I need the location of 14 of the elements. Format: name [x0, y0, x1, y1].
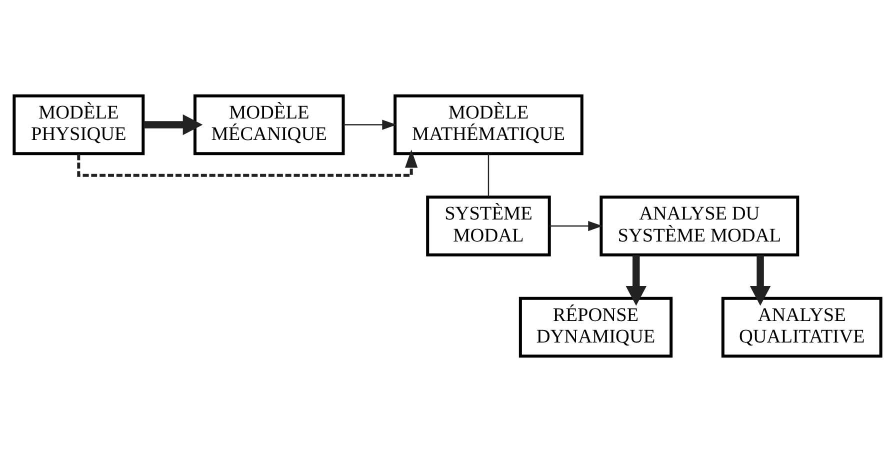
connector [488, 154, 490, 196]
arrow [144, 114, 203, 135]
node-box: RÉPONSE DYNAMIQUE [518, 296, 673, 358]
node-box: MODÈLE PHYSIQUE [12, 94, 145, 155]
node-box: SYSTÈME MODAL [426, 195, 551, 256]
arrow [626, 254, 647, 306]
node-box: MODÈLE MATHÉMATIQUE [394, 94, 584, 155]
arrow [750, 254, 771, 306]
arrow [77, 149, 418, 176]
node-box: ANALYSE QUALITATIVE [721, 296, 882, 358]
arrow [550, 220, 603, 231]
node-box: ANALYSE DU SYSTÈME MODAL [600, 195, 800, 256]
arrow [343, 119, 397, 130]
node-box: MODÈLE MÉCANIQUE [193, 94, 345, 155]
